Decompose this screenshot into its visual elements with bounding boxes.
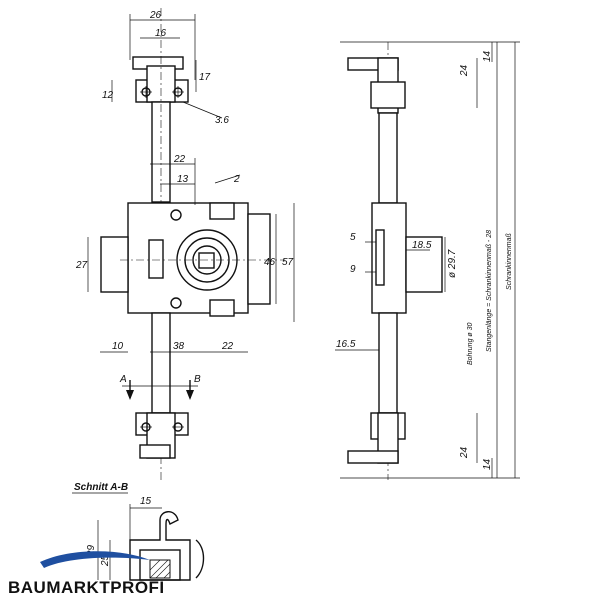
side-lower-rod — [378, 312, 398, 414]
watermark-text: BAUMARKTPROFI — [8, 578, 165, 597]
dim-side-0: 24 — [459, 64, 470, 77]
dim-front-11: 10 — [112, 341, 124, 352]
side-dimension-lines — [335, 42, 516, 478]
dim-front-9: 46 — [264, 257, 276, 268]
dim-front-13: 22 — [221, 341, 234, 352]
dim-section-2: 25 — [100, 554, 111, 567]
dim-side-8: 14 — [482, 458, 493, 470]
label-stangenlaenge: Stangenlänge = Schrankinnenmaß - 28 — [486, 230, 493, 352]
label-bohrung: Bohrung ø 30 — [467, 322, 474, 365]
dim-front-12: 38 — [173, 341, 185, 352]
dim-side-1: 14 — [482, 50, 493, 62]
front-view: A B 26 16 17 12 3. — [75, 8, 295, 480]
dim-front-1: 16 — [155, 28, 167, 39]
front-dimension-labels: 26 16 17 12 3.6 22 13 2 27 46 57 10 38 2… — [75, 10, 294, 352]
bottom-bracket — [135, 412, 189, 459]
lock-body — [100, 202, 285, 317]
dim-side-5: ø 29.7 — [447, 249, 458, 278]
dim-front-8: 27 — [75, 260, 88, 271]
side-dimension-labels: 24 14 5 18.5 9 ø 29.7 16.5 24 14 Bohrung… — [336, 50, 513, 470]
watermark-logo: BAUMARKTPROFI — [8, 551, 165, 597]
lower-rod — [151, 312, 171, 414]
side-bottom-hook — [347, 412, 406, 464]
dim-side-7: 24 — [459, 446, 470, 459]
label-schrankinnenmass: Schrankinnenmaß — [506, 233, 513, 290]
dim-side-4: 9 — [350, 264, 356, 275]
section-title: Schnitt A-B — [74, 482, 128, 493]
side-upper-rod — [378, 112, 398, 204]
section-view: Schnitt A-B 15 29 25 — [72, 482, 205, 581]
section-hatch — [150, 560, 170, 578]
dim-section-0: 15 — [140, 496, 152, 507]
dim-front-2: 17 — [199, 72, 211, 83]
dim-front-5: 22 — [173, 154, 186, 165]
dim-front-10: 57 — [282, 257, 294, 268]
dim-side-2: 5 — [350, 232, 356, 243]
side-lock-body — [371, 202, 443, 314]
dim-front-4: 3.6 — [215, 115, 229, 126]
logo-swoosh-icon — [40, 551, 150, 568]
dim-front-0: 26 — [149, 10, 162, 21]
marker-b: B — [194, 374, 201, 385]
section-markers: A B — [119, 374, 201, 400]
dim-front-3: 12 — [102, 90, 114, 101]
side-view: 24 14 5 18.5 9 ø 29.7 16.5 24 14 Bohrung… — [335, 41, 520, 480]
front-dimension-lines — [87, 14, 295, 353]
dim-section-1: 29 — [86, 544, 97, 557]
top-bracket — [132, 56, 189, 103]
marker-a: A — [119, 374, 127, 385]
dim-side-3: 18.5 — [412, 240, 432, 251]
dim-front-7: 2 — [233, 174, 240, 185]
dim-front-6: 13 — [177, 174, 189, 185]
dim-side-6: 16.5 — [336, 339, 356, 350]
side-top-hook — [347, 57, 406, 114]
